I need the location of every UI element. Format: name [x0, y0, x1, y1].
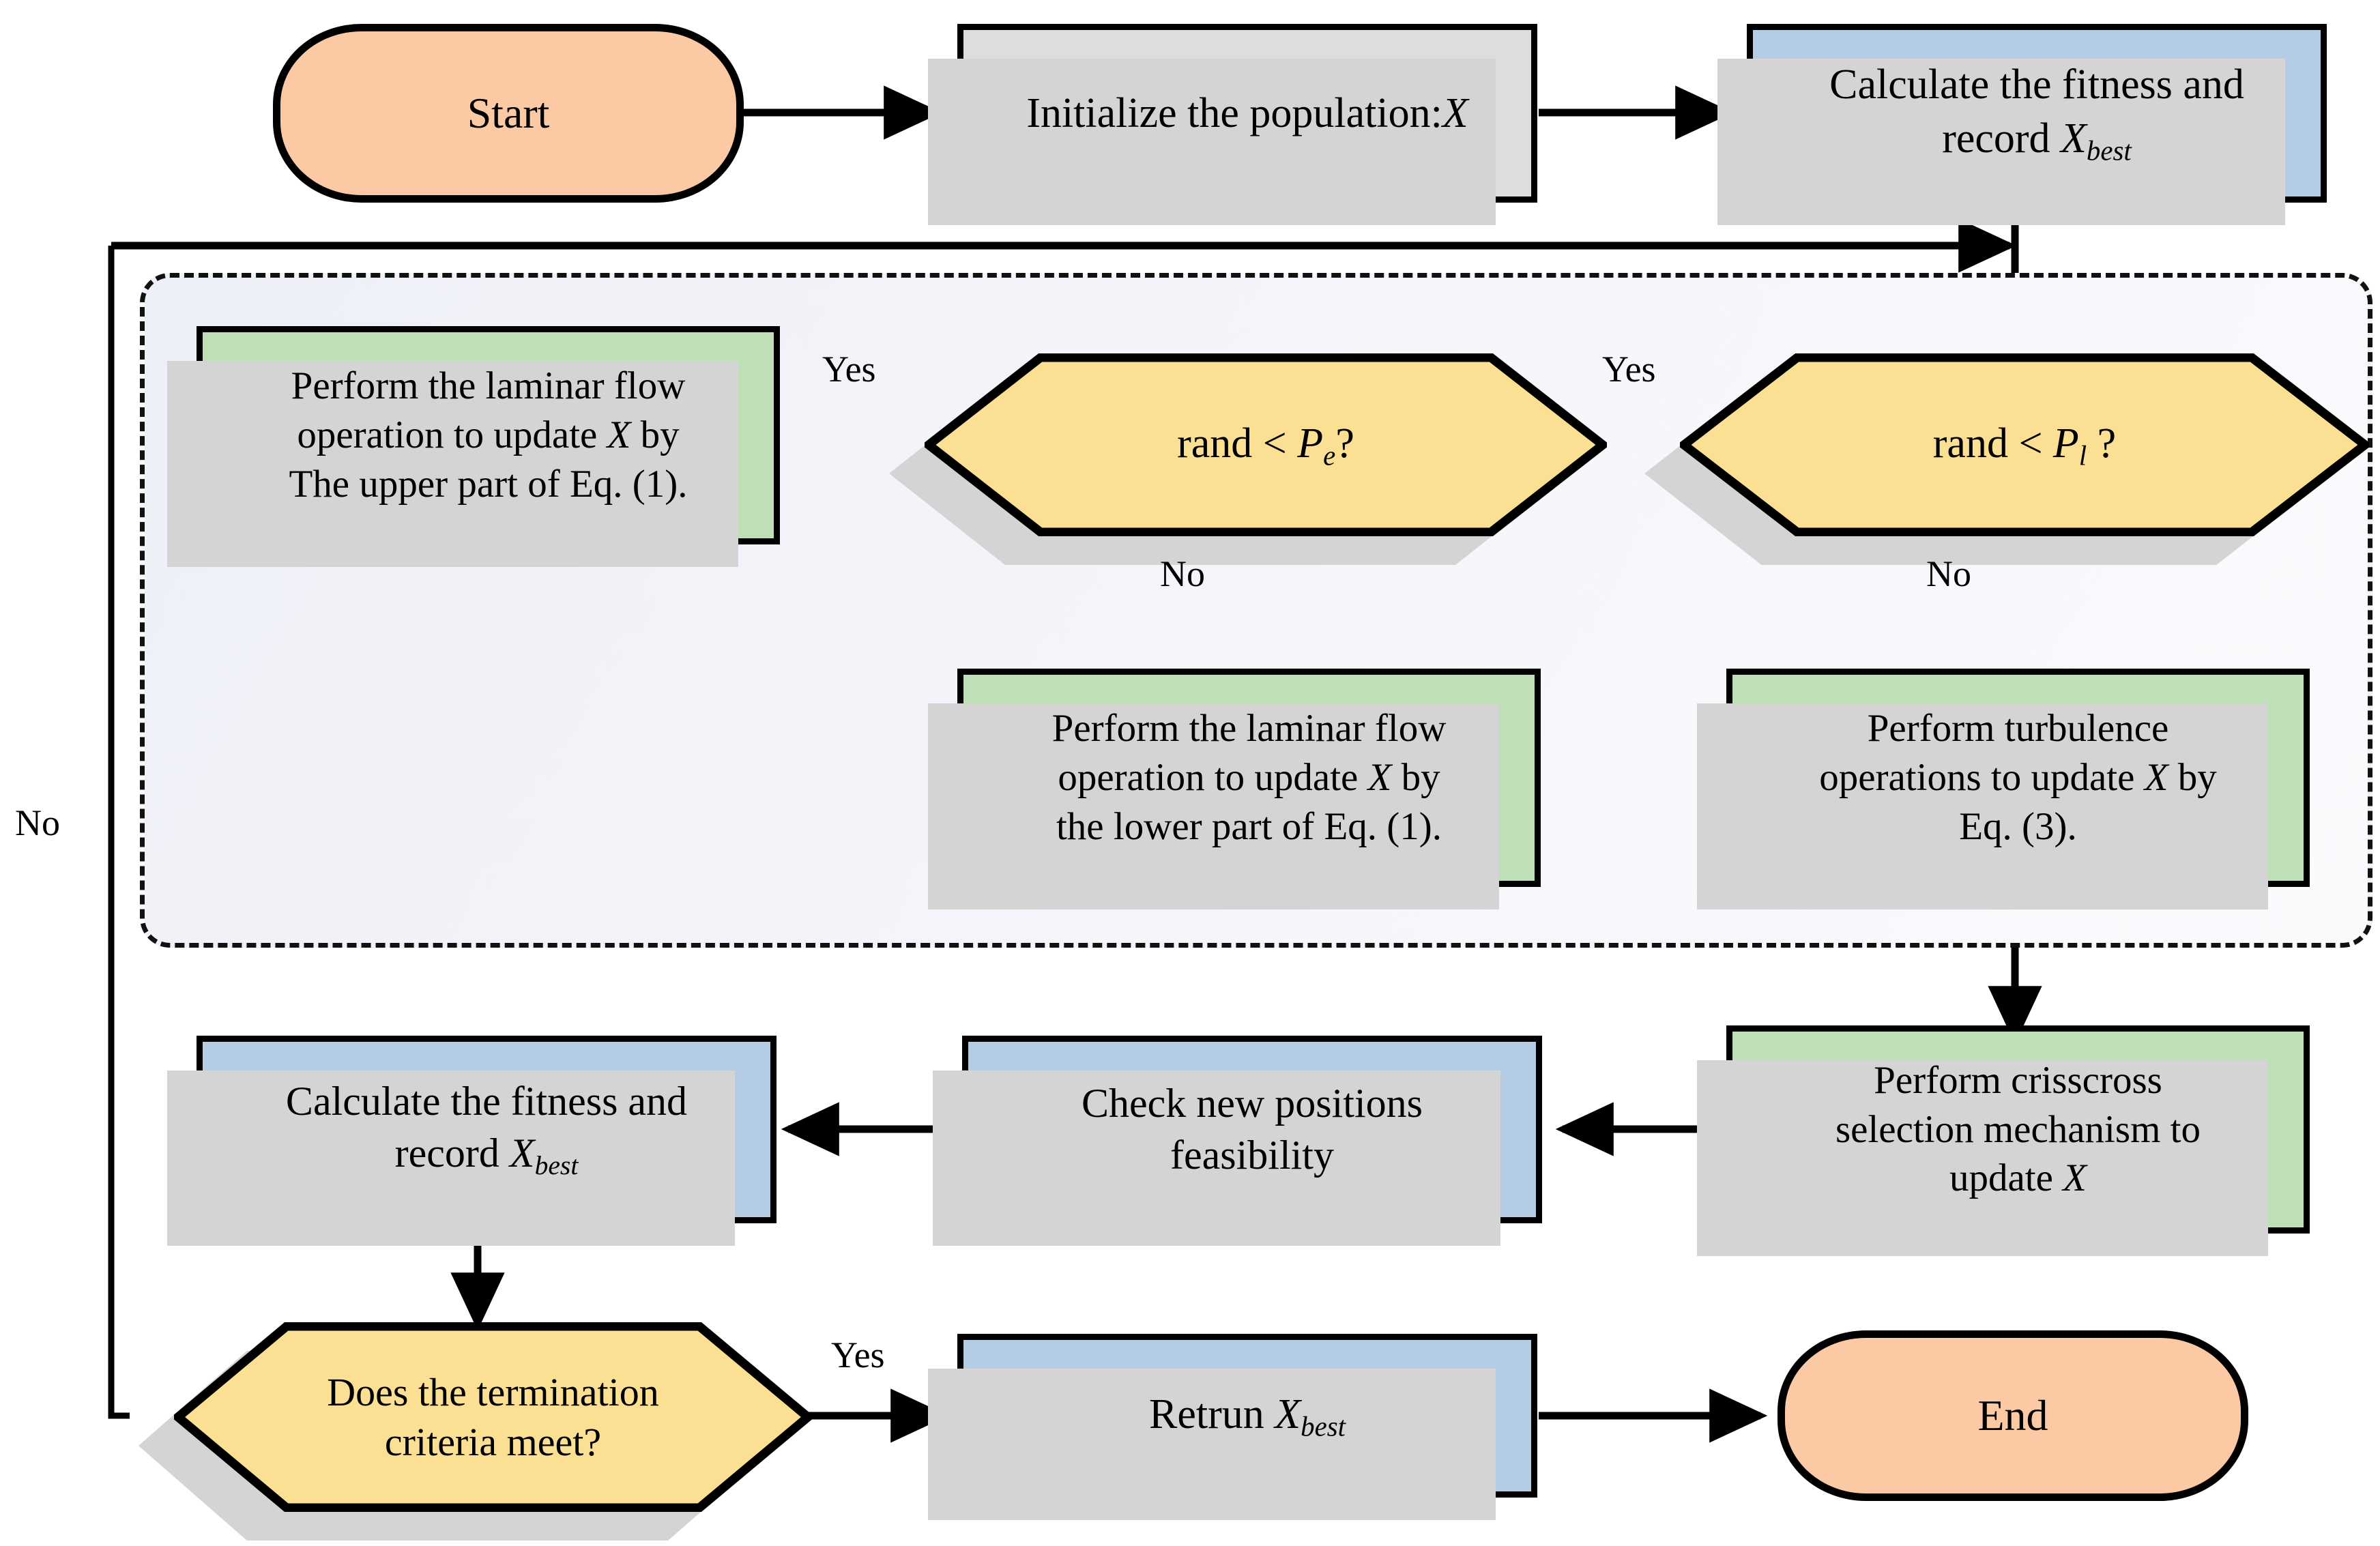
decision-pe-shape [925, 353, 1607, 536]
edge-label-no-pl: No [1926, 553, 1971, 594]
edge-label-yes-pl: Yes [1602, 349, 1656, 390]
edge-label-yes-pe: Yes [822, 349, 876, 390]
edge-termination-no-loop-riser [108, 246, 130, 1419]
node-decision-rand-lt-pl-label: rand < Pl ? [1932, 420, 2117, 471]
node-decision-rand-lt-pl[interactable]: rand < Pl ? [1644, 353, 2369, 565]
node-end-label: End [1977, 1390, 2048, 1440]
node-initialize-population-label: Initialize the population:X [1026, 89, 1468, 136]
decision-termination-shape [174, 1322, 812, 1512]
node-initialize-population[interactable]: Initialize the population:X [928, 24, 1537, 225]
node-decision-rand-lt-pe-label: rand < Pe? [1177, 420, 1354, 471]
node-start[interactable]: Start [273, 24, 744, 203]
node-decision-rand-lt-pe[interactable]: rand < Pe? [889, 353, 1607, 565]
edge-label-no-loop: No [15, 802, 60, 843]
edge-label-no-pe: No [1160, 553, 1205, 594]
edge-label-yes-termination: Yes [831, 1334, 885, 1375]
decision-pl-shape [1680, 353, 2369, 536]
node-return-best[interactable]: Retrun Xbest [928, 1334, 1537, 1520]
node-end[interactable]: End [1777, 1330, 2248, 1501]
node-start-label: Start [467, 88, 550, 137]
node-return-best-label: Retrun Xbest [1148, 1390, 1346, 1442]
